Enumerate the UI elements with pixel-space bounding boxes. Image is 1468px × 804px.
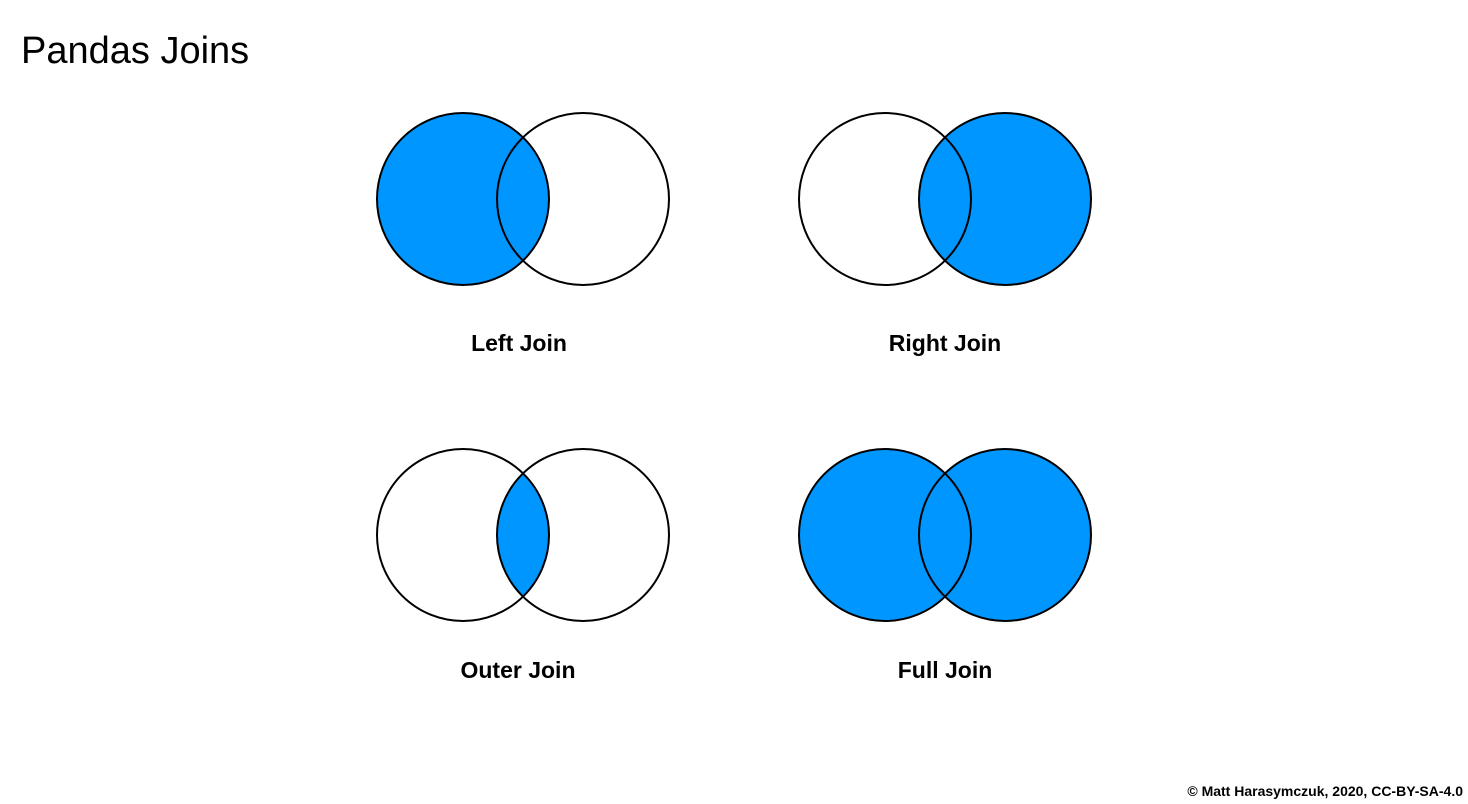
right-join-label: Right Join — [888, 330, 1002, 356]
outer-join-label: Outer Join — [460, 657, 576, 683]
outer-join-venn — [376, 448, 670, 622]
full-join-venn — [798, 448, 1092, 622]
left-join-label: Left Join — [471, 330, 567, 356]
copyright-credit: © Matt Harasymczuk, 2020, CC-BY-SA-4.0 — [1187, 783, 1463, 799]
page-title: Pandas Joins — [21, 30, 250, 72]
right-join-venn — [798, 112, 1092, 286]
left-join-venn — [376, 112, 670, 286]
full-join-label: Full Join — [897, 657, 993, 683]
